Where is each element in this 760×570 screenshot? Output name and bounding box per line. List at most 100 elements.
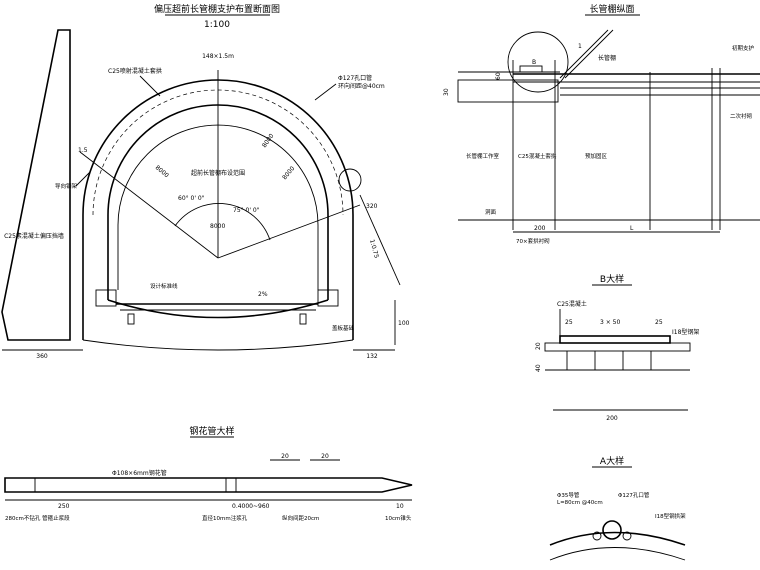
dim-8000-d: 8000 (210, 223, 225, 230)
ring-spacing-label: 环向间距@40cm (338, 82, 385, 90)
dim-8000-a: 8000 (154, 164, 170, 179)
radial-right (217, 204, 361, 259)
angle-left-label: 60° 0' 0" (178, 195, 205, 202)
outer-invert (82, 339, 354, 351)
dim-100: 100 (398, 320, 410, 327)
portal-label: 洞面 (485, 208, 497, 216)
dim-long-60: 60 (495, 72, 502, 80)
a-small-left (592, 531, 602, 541)
arch-width-label: 148×1.5m (202, 53, 234, 60)
main-scale: 1:100 (204, 20, 230, 30)
label-design-line: 设计标准线 (150, 282, 178, 290)
sleeve-arch-label: 70×套拱衬砌 (516, 237, 550, 245)
long-leader-1 (559, 29, 609, 79)
b-slab (559, 335, 671, 344)
label-grade: 2% (258, 291, 268, 298)
pipe-leader (314, 83, 337, 101)
angle-right-label: 75° 0' 0" (233, 207, 260, 214)
a-steel: I18型钢拱架 (655, 512, 686, 520)
detail-a-marker (338, 168, 362, 192)
b-25b: 25 (655, 319, 663, 326)
dim-long-30: 30 (443, 88, 450, 96)
note-mid: 直径10mm注浆孔 (202, 514, 248, 522)
detail-b: B大样 C25混凝土 3 × 50 25 25 I18型钢架 20 40 200 (535, 273, 699, 422)
pipe-spec: Φ108×6mm钢花管 (112, 469, 167, 477)
left-retaining-wall (1, 29, 71, 341)
b-steel: I18型钢架 (672, 328, 699, 336)
grout-title: 钢花管大样 (189, 425, 234, 437)
b-20: 20 (535, 342, 542, 350)
b-base (544, 342, 691, 352)
long-leader-2 (564, 29, 614, 79)
detail-b-circle (507, 31, 569, 93)
dim-320: 320 (366, 203, 378, 210)
grout-pipe: 钢花管大样 20 20 Φ108×6mm钢花管 250 0.4000~960 1… (4, 425, 413, 522)
longitudinal-section: 长管棚纵面 B 1 长管棚 初期支护 二次衬砌 长管棚工作室 C25混凝土套拱 … (443, 3, 760, 245)
a-right-pipe: Φ127孔口管 (618, 491, 650, 499)
b-spacing: 3 × 50 (600, 319, 620, 326)
dim-long-200: 200 (534, 225, 546, 232)
b-40: 40 (535, 364, 542, 372)
long-title: 长管棚纵面 (589, 3, 634, 15)
dim-10: 10 (396, 503, 404, 510)
detail-b-title: B大样 (600, 273, 624, 285)
dim-20b: 20 (321, 453, 329, 460)
invert-curve (107, 299, 329, 319)
left-pile (127, 313, 135, 325)
dim-8000-c: 8000 (281, 165, 296, 181)
label-c25-wall: C25素混凝土偏压挡墙 (4, 232, 64, 240)
guide-leader (75, 171, 91, 187)
grout-zone-label: 预加固区 (585, 152, 608, 160)
plate-label: 盖板基础 (332, 324, 355, 332)
dim-20a: 20 (281, 453, 289, 460)
dim-mid: 0.4000~960 (232, 503, 270, 510)
secondary-label: 二次衬砌 (730, 112, 753, 120)
a-left-pipe2: L=80cm @40cm (557, 500, 603, 506)
pipe-body (4, 477, 413, 493)
dim-8000-b: 8000 (261, 132, 276, 149)
c25-leader (139, 75, 161, 97)
sleeve-block (519, 65, 543, 73)
slope-line (359, 194, 401, 286)
dim-250: 250 (58, 503, 70, 510)
guide-steel-label: 导向钢架 (55, 182, 78, 190)
note-mid2: 纵向间距20cm (282, 514, 319, 522)
b-marker: B (532, 59, 536, 66)
angle-arc (174, 203, 271, 241)
note-left: 280cm不钻孔 管箍止浆段 (5, 514, 70, 522)
vault-label: 超前长管棚布设范围 (191, 169, 245, 177)
design-outline-label: 初期支护 (732, 44, 755, 52)
a-small-right (622, 531, 632, 541)
ground-layer (457, 79, 559, 103)
pipe-coupling (225, 477, 237, 493)
dim-long-l: L (630, 225, 634, 232)
work-room-label: 长管棚工作室 (466, 152, 500, 160)
slope-label: 1:0.75 (368, 239, 380, 260)
detail-a: A大样 Φ35导管 L=80cm @40cm Φ127孔口管 I18型钢拱架 (549, 455, 686, 561)
b-25a: 25 (565, 319, 573, 326)
a-left-pipe: Φ35导管 (557, 491, 580, 499)
one-marker: 1 (578, 43, 582, 50)
a-pipe (602, 520, 622, 540)
dim-1-5: 1.5 (78, 147, 88, 154)
dim-360: 360 (36, 353, 48, 360)
right-pile (299, 313, 307, 325)
dim-132: 132 (366, 353, 378, 360)
main-title: 偏压超前长管棚支护布置断面图 (154, 3, 280, 15)
detail-a-title: A大样 (600, 455, 624, 467)
radial-left (79, 151, 219, 259)
a-arch-inner (549, 547, 686, 561)
main-section: 偏压超前长管棚支护布置断面图 1:100 C25素混凝土偏压挡墙 2% 设计标准… (1, 3, 410, 360)
b-200: 200 (606, 415, 618, 422)
a-arch-outer (549, 531, 686, 546)
left-ditch (95, 289, 117, 307)
pipe-cap (4, 477, 36, 493)
note-right: 10cm锥头 (385, 514, 412, 522)
c25-concrete-label: C25喷射混凝土套拱 (108, 67, 162, 75)
c25-sleeve-label: C25混凝土套拱 (518, 152, 557, 160)
b-c25-label: C25混凝土 (557, 300, 587, 308)
right-ditch (317, 289, 339, 307)
pipe-spec-label: Φ127孔口管 (338, 74, 372, 82)
